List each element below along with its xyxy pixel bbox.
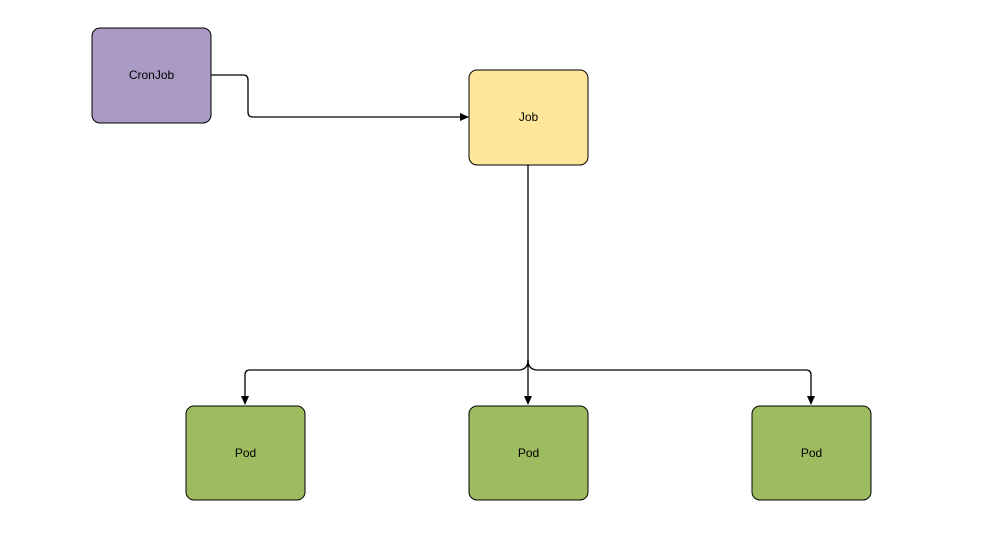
edge-job-to-pod-3 [527,359,812,397]
edge-job-to-pod-1 [244,359,529,397]
node-pod-1[interactable]: Pod [185,405,306,501]
arrowhead-pod-2 [524,396,532,405]
node-pod-2[interactable]: Pod [468,405,589,501]
edge-cronjob-to-job [211,74,461,118]
cronjob-label: CronJob [129,68,175,82]
node-cronjob[interactable]: CronJob [91,27,212,124]
pod-2-label: Pod [518,446,539,460]
edges [211,74,815,405]
job-box [468,69,589,166]
pod-1-label: Pod [235,446,256,460]
arrowhead-pod-1 [241,396,249,405]
arrowhead-job [460,113,469,121]
pod-2-box [468,405,589,501]
pod-3-label: Pod [801,446,822,460]
cronjob-box [91,27,212,124]
pod-3-box [751,405,872,501]
arrowhead-pod-3 [807,396,815,405]
job-label: Job [519,110,539,124]
node-pod-3[interactable]: Pod [751,405,872,501]
node-job[interactable]: Job [468,69,589,166]
pod-1-box [185,405,306,501]
